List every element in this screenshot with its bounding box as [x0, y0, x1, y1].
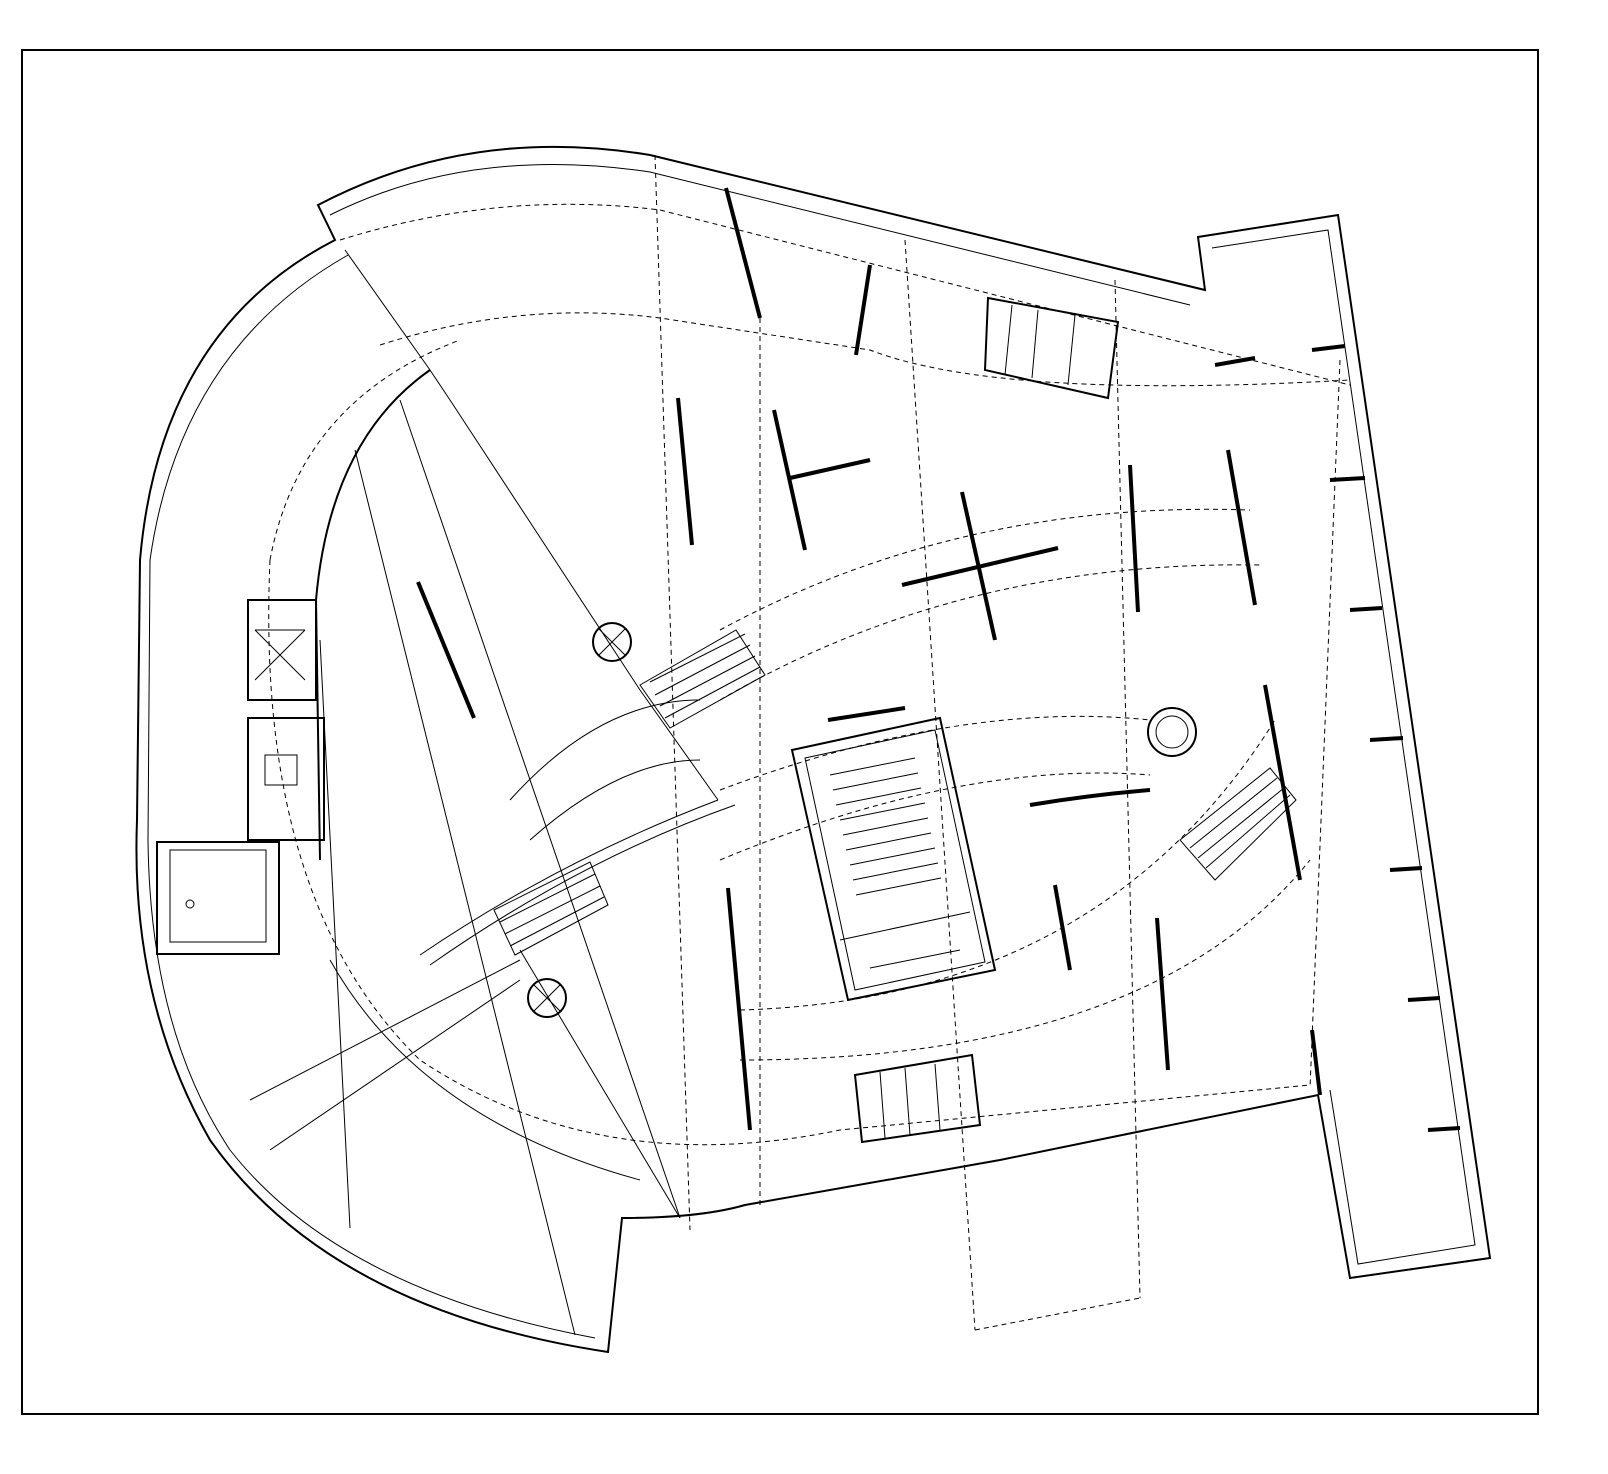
service-rooms-left [156, 599, 325, 955]
auditorium-block [790, 716, 997, 1002]
stair-lower-left [493, 861, 609, 956]
circular-feature [1147, 707, 1197, 757]
stair-right [1179, 767, 1297, 881]
dashed-grid [268, 154, 1351, 1331]
exterior-walls [135, 145, 1492, 1354]
column-marker-lower [527, 978, 567, 1018]
seating-grid [829, 757, 942, 896]
stair-upper-left [639, 629, 766, 729]
restroom-block-lower [853, 1053, 982, 1144]
interior-walls [314, 187, 1461, 1219]
drawing-frame [21, 49, 1539, 1415]
column-marker-upper [592, 622, 632, 662]
ramp-geometry-lines [249, 399, 701, 1336]
restroom-block-upper [983, 296, 1120, 400]
